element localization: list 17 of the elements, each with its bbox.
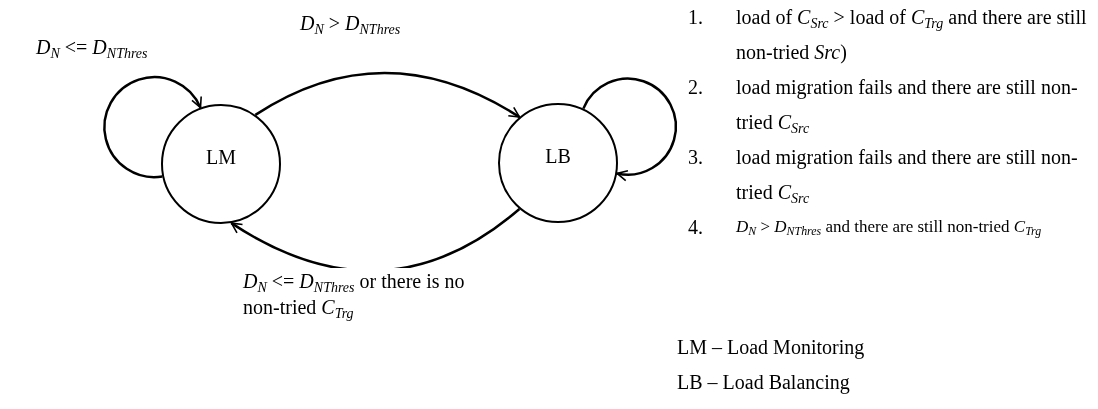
state-label: LB xyxy=(545,146,571,166)
transition-arrow xyxy=(254,71,521,119)
list-number: 4. xyxy=(688,215,703,240)
state-label: LM xyxy=(206,147,236,167)
condition-text: load migration fails and there are still non-tried C$_{Src}$ xyxy=(736,75,1079,138)
self-loop-arrow xyxy=(103,75,202,179)
condition-text: load of C$_{Src}$ > load of C$_{Trg}$ and there are still non-tried Src) xyxy=(736,5,1088,66)
condition-text: D$_{N}$ > D$_{NThres}$ and there are still non-tried C$_{Trg}$ xyxy=(736,216,1043,240)
self-loop-arrow xyxy=(582,77,677,181)
abbreviation-text: LM – Load Monitoring xyxy=(677,335,865,361)
list-number: 1. xyxy=(688,5,703,30)
state-circle xyxy=(498,103,618,223)
list-number: 2. xyxy=(688,75,703,100)
abbreviation-text: LB – Load Balancing xyxy=(677,370,850,396)
condition-text: load migration fails and there are still non-tried C$_{Src}$ xyxy=(736,145,1079,208)
list-number: 3. xyxy=(688,145,703,170)
state-circle xyxy=(161,104,281,224)
